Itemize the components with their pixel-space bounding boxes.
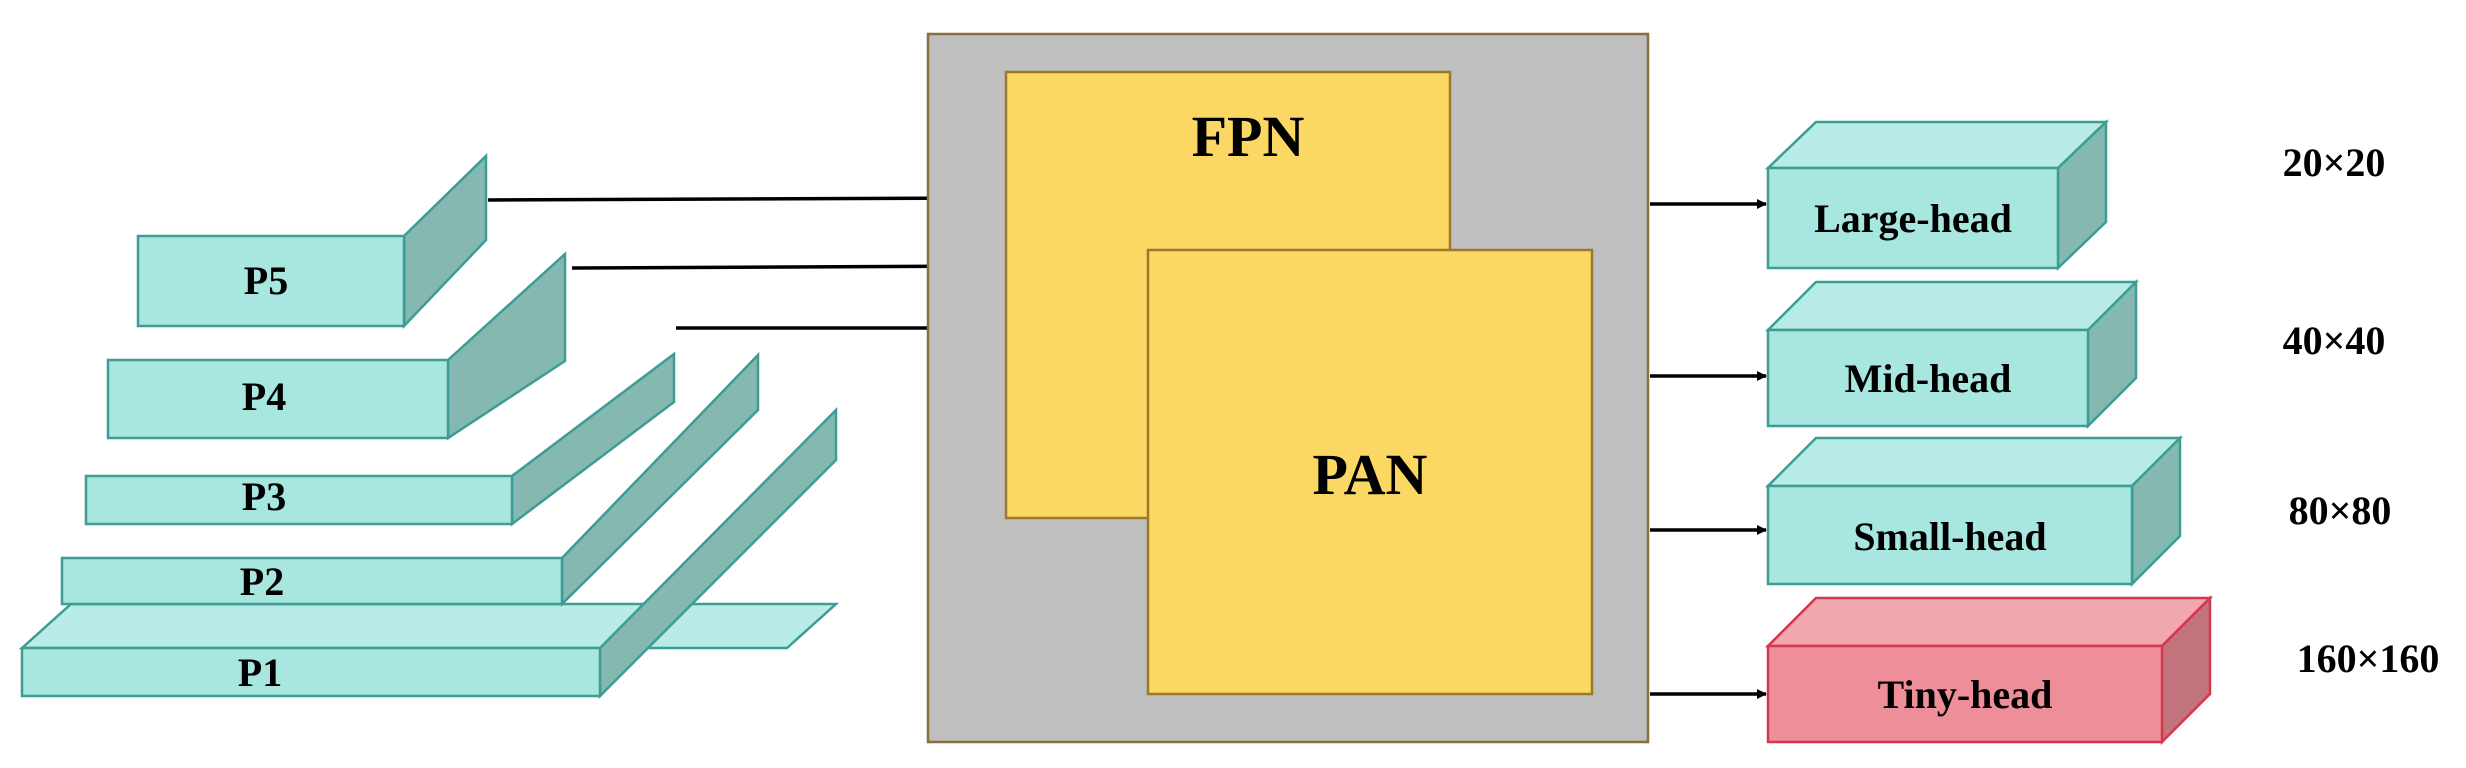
head-tiny: Tiny-head (1764, 594, 2214, 746)
backbone-level-p2: P2 (60, 351, 760, 607)
p3-label: P3 (242, 474, 286, 519)
p4-label: P4 (242, 374, 286, 419)
head-mid: Mid-head (1764, 278, 2140, 430)
fpn-label: FPN (1192, 104, 1305, 169)
backbone-level-p1: P1 (18, 406, 840, 700)
mid-head-size: 40×40 (2283, 318, 2386, 363)
p5-side-face (402, 153, 488, 330)
p1-top-face (18, 602, 840, 650)
head-small: Small-head (1764, 434, 2184, 588)
mid-head-front-face (1766, 328, 2090, 428)
p3-front-face (84, 474, 514, 526)
backbone-pyramid: P1 P2 P3 P4 P5 (18, 153, 840, 700)
tiny-head-size: 160×160 (2297, 636, 2440, 681)
head-resolutions: 20×20 40×40 80×80 160×160 (2283, 140, 2440, 681)
backbone-level-p5: P5 (136, 153, 488, 330)
p2-front-face (60, 556, 564, 606)
p5-label: P5 (244, 258, 288, 303)
mid-head-top-face (1764, 280, 2140, 332)
backbone-level-p3: P3 (84, 351, 676, 527)
small-head-label: Small-head (1853, 514, 2046, 559)
p2-label: P2 (240, 559, 284, 604)
large-head-size: 20×20 (2283, 140, 2386, 185)
large-head-label: Large-head (1814, 196, 2012, 241)
mid-head-label: Mid-head (1845, 356, 2012, 401)
arrow-p5-to-neck (487, 193, 997, 204)
p5-front-face (136, 234, 406, 328)
tiny-head-front-face (1766, 644, 2164, 744)
arrow-p4-to-neck (571, 261, 997, 272)
small-head-size: 80×80 (2289, 488, 2392, 533)
tiny-head-label: Tiny-head (1878, 672, 2053, 717)
backbone-level-p4: P4 (106, 251, 567, 441)
p4-front-face (106, 358, 450, 440)
head-large: Large-head (1764, 119, 2110, 271)
p1-front-face (20, 646, 602, 698)
tiny-head-top-face (1764, 596, 2214, 648)
pan-label: PAN (1313, 442, 1428, 507)
neck-to-head-arrows (1650, 199, 1767, 699)
detection-heads: Large-head Mid-head Small-head Tiny-head (1764, 119, 2214, 746)
small-head-front-face (1766, 484, 2134, 586)
large-head-top-face (1764, 120, 2110, 170)
pan-block (1146, 248, 1594, 696)
large-head-front-face (1766, 166, 2060, 270)
neck-block: FPN PAN (926, 32, 1650, 744)
p1-label: P1 (238, 650, 282, 695)
small-head-top-face (1764, 436, 2184, 488)
